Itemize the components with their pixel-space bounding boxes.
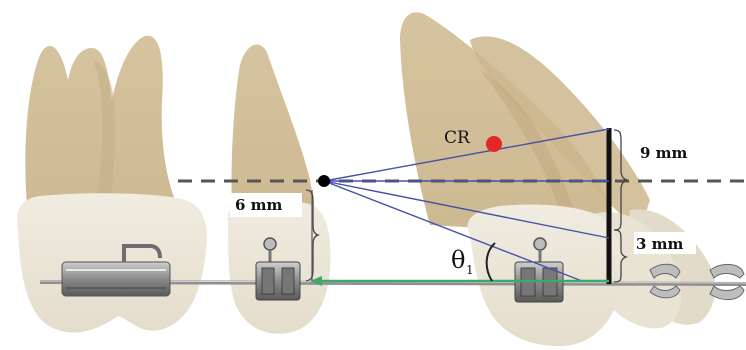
hook-height-label: 6 mm bbox=[235, 196, 283, 214]
angle-theta-label: θ bbox=[451, 246, 465, 274]
cr-label: CR bbox=[444, 128, 471, 148]
premolar-root bbox=[231, 45, 312, 215]
hook-point bbox=[318, 175, 330, 187]
lower-height-label: 3 mm bbox=[636, 235, 684, 253]
center-of-resistance-point bbox=[486, 136, 502, 152]
angle-subscript-label: 1 bbox=[466, 263, 474, 277]
upper-height-label: 9 mm bbox=[640, 144, 688, 162]
